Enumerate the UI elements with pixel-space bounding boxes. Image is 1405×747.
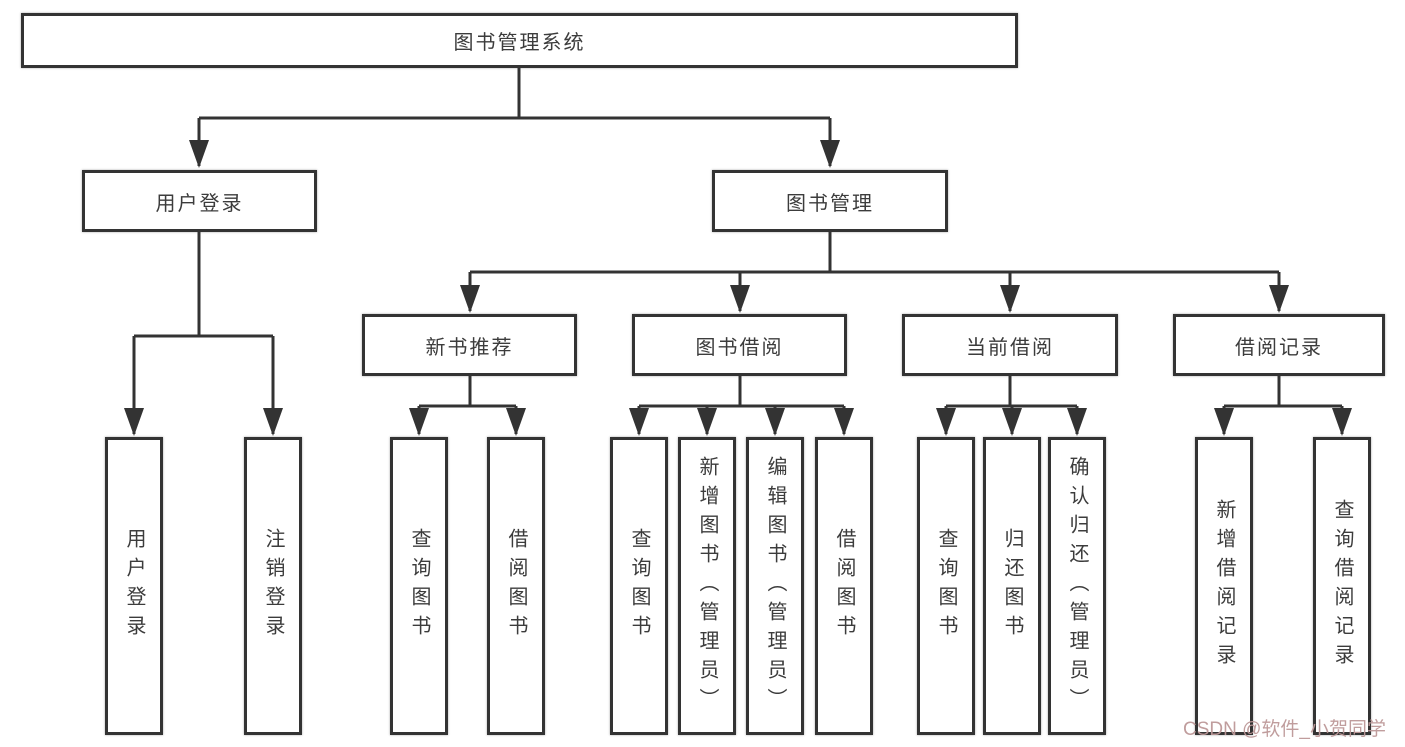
leaf-recommend-borrow-books: 借阅图书: [487, 437, 545, 735]
node-user-login: 用户登录: [82, 170, 317, 232]
node-book-borrow: 图书借阅: [632, 314, 847, 376]
node-new-book-recommend-label: 新书推荐: [425, 336, 514, 359]
leaf-edit-books-admin-label: 编辑图书（管理员）: [764, 455, 786, 717]
leaf-query-borrow-record: 查询借阅记录: [1313, 437, 1371, 735]
leaf-borrow-query-books-label: 查询图书: [628, 528, 650, 644]
leaf-return-books: 归还图书: [983, 437, 1041, 735]
node-book-management: 图书管理: [712, 170, 948, 232]
node-root-label: 图书管理系统: [453, 32, 586, 54]
leaf-return-books-label: 归还图书: [1001, 528, 1023, 644]
leaf-confirm-return-admin-label: 确认归还（管理员）: [1066, 455, 1088, 717]
leaf-recommend-query-books: 查询图书: [390, 437, 448, 735]
leaf-user-login: 用户登录: [105, 437, 163, 735]
leaf-edit-books-admin: 编辑图书（管理员）: [746, 437, 804, 735]
node-new-book-recommend: 新书推荐: [362, 314, 577, 376]
node-book-management-label: 图书管理: [786, 192, 874, 215]
leaf-add-borrow-record: 新增借阅记录: [1195, 437, 1253, 735]
leaf-confirm-return-admin: 确认归还（管理员）: [1048, 437, 1106, 735]
leaf-add-books-admin-label: 新增图书（管理员）: [696, 455, 718, 717]
leaf-add-books-admin: 新增图书（管理员）: [678, 437, 736, 735]
node-root: 图书管理系统: [21, 13, 1018, 68]
node-book-borrow-label: 图书借阅: [695, 336, 784, 359]
leaf-user-login-label: 用户登录: [123, 528, 145, 644]
leaf-recommend-query-books-label: 查询图书: [408, 528, 430, 644]
leaf-logout-label: 注销登录: [262, 528, 284, 644]
leaf-add-borrow-record-label: 新增借阅记录: [1213, 499, 1235, 673]
leaf-current-query-books: 查询图书: [917, 437, 975, 735]
node-user-login-label: 用户登录: [155, 192, 244, 215]
node-current-borrow: 当前借阅: [902, 314, 1118, 376]
leaf-logout: 注销登录: [244, 437, 302, 735]
leaf-recommend-borrow-books-label: 借阅图书: [505, 528, 527, 644]
leaf-borrow-query-books: 查询图书: [610, 437, 668, 735]
node-current-borrow-label: 当前借阅: [966, 336, 1054, 359]
leaf-borrow-books-label: 借阅图书: [833, 528, 855, 644]
leaf-query-borrow-record-label: 查询借阅记录: [1331, 499, 1353, 673]
leaf-borrow-books: 借阅图书: [815, 437, 873, 735]
leaf-current-query-books-label: 查询图书: [935, 528, 957, 644]
node-borrow-records-label: 借阅记录: [1235, 336, 1323, 359]
node-borrow-records: 借阅记录: [1173, 314, 1385, 376]
